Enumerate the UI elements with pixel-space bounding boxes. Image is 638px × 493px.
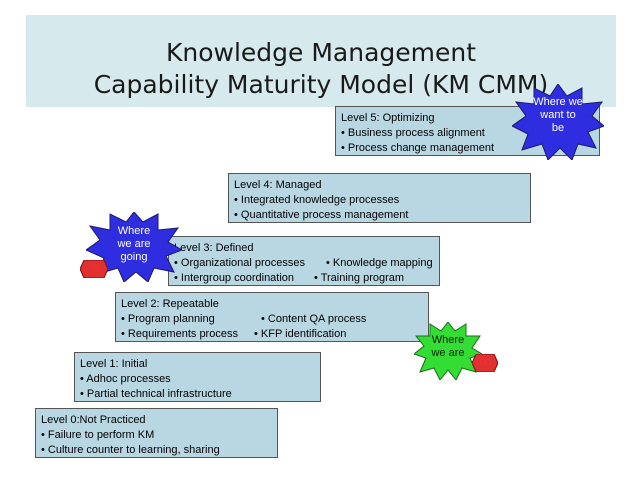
level-item: • Knowledge mapping — [326, 257, 433, 269]
level-item: • Process change management — [341, 142, 495, 154]
callout-where-we-are: Where we are — [414, 322, 482, 380]
level-item: • Partial technical infrastructure — [80, 388, 232, 400]
callout-line: Where — [431, 334, 465, 346]
marker-label: 00 — [88, 263, 100, 274]
level-item: • Content QA process — [261, 313, 367, 325]
starburst-fill — [512, 84, 604, 160]
level-item: • Requirements process — [121, 328, 238, 340]
level-item: • Organizational processes — [174, 257, 306, 269]
level-item: • Program planning — [121, 313, 215, 325]
starburst-fill — [414, 322, 482, 380]
level-item: • Business process alignment — [341, 127, 485, 139]
marker-going: 00 — [79, 259, 109, 279]
level-heading: Level 0:Not Practiced — [41, 414, 146, 426]
callout-line: Where we — [533, 96, 583, 108]
callout-line: Where — [117, 225, 151, 237]
level-1-box: Level 1: Initial • Adhoc processes • Par… — [74, 352, 321, 402]
level-heading: Level 3: Defined — [174, 242, 254, 254]
marker-are: 00 — [471, 353, 499, 373]
title-band — [26, 15, 616, 107]
level-item: • KFP identification — [254, 328, 347, 340]
callout-line: going — [120, 251, 148, 263]
level-item: • Intergroup coordination — [174, 272, 295, 284]
level-2-box: Level 2: Repeatable • Program planning • … — [115, 292, 429, 342]
diagram-title-line2: Capability Maturity Model (KM CMM) — [93, 70, 549, 99]
diagram-title-line1: Knowledge Management — [165, 38, 477, 67]
level-4-box: Level 4: Managed • Integrated knowledge … — [228, 173, 531, 223]
starburst-shape — [86, 212, 182, 282]
level-heading: Level 5: Optimizing — [341, 112, 435, 124]
level-item: • Integrated knowledge processes — [234, 194, 400, 206]
level-item: • Culture counter to learning, sharing — [41, 444, 220, 456]
starburst-shape — [414, 322, 482, 380]
callout-where-we-are-going: Where we are going — [86, 212, 182, 282]
level-item: • Failure to perform KM — [41, 429, 155, 441]
level-item: • Training program — [314, 272, 405, 284]
marker-label: 00 — [479, 357, 491, 368]
starburst-fill — [86, 212, 182, 282]
callout-line: be — [551, 122, 565, 134]
callout-line: we are — [431, 347, 465, 359]
level-item: • Quantitative process management — [234, 209, 409, 221]
callout-line: want to — [540, 109, 576, 121]
level-heading: Level 1: Initial — [80, 358, 148, 370]
level-0-box: Level 0:Not Practiced • Failure to perfo… — [35, 408, 278, 458]
callout-line: we are — [117, 238, 151, 250]
level-3-box: Level 3: Defined • Organizational proces… — [168, 236, 440, 286]
callout-where-we-want-to-be: Where we want to be — [512, 84, 604, 160]
starburst-shape — [512, 84, 604, 160]
level-heading: Level 4: Managed — [234, 179, 322, 191]
level-heading: Level 2: Repeatable — [121, 298, 219, 310]
level-item: • Adhoc processes — [80, 373, 171, 385]
